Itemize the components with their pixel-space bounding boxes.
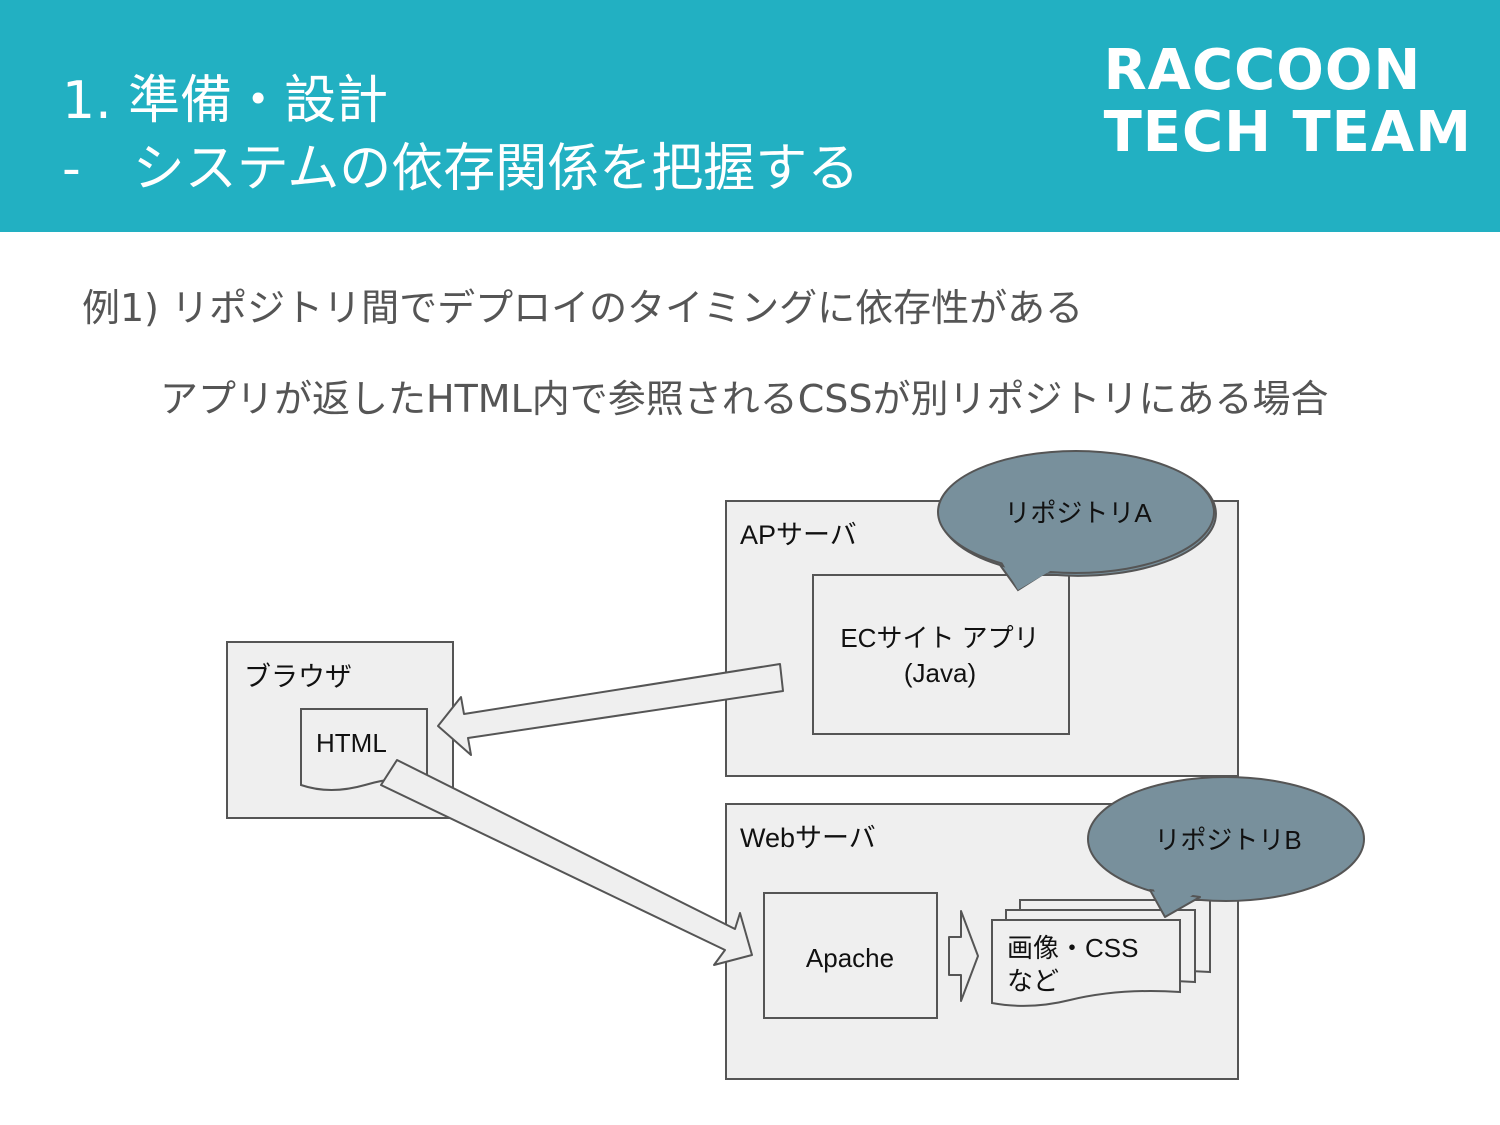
web-server-label: Webサーバ — [740, 823, 876, 853]
ec-app-label-line2: (Java) — [904, 658, 976, 688]
assets-document-front — [991, 919, 1181, 1007]
header-bar: 1. 準備・設計 - システムの依存関係を把握する RACCOON TECH T… — [0, 0, 1500, 232]
raccoon-tech-team-logo: RACCOON TECH TEAM — [1104, 40, 1472, 164]
repository-a-label: リポジトリA — [1004, 498, 1152, 528]
slide-title-line1: 1. 準備・設計 — [62, 71, 389, 131]
example-description: アプリが返したHTML内で参照されるCSSが別リポジトリにある場合 — [160, 377, 1329, 421]
apache-label: Apache — [806, 943, 894, 973]
arrow-browser-to-apache — [380, 759, 753, 966]
ec-app-box — [812, 574, 1070, 735]
logo-line1: RACCOON — [1103, 38, 1422, 103]
repository-b-bubble-body — [1087, 776, 1365, 902]
apache-box — [763, 892, 938, 1019]
ec-app-label-line1: ECサイト アプリ — [840, 623, 1039, 653]
repository-a-bubble-body — [937, 450, 1215, 574]
slide-title-line2: - システムの依存関係を把握する — [62, 139, 860, 199]
logo-line2: TECH TEAM — [1103, 100, 1472, 165]
html-label: HTML — [316, 728, 387, 758]
repository-b-bubble-tail-cover — [1152, 886, 1196, 912]
ap-server-label: APサーバ — [740, 520, 857, 550]
assets-label-line1: 画像・CSS — [1007, 933, 1138, 963]
browser-label: ブラウザ — [244, 662, 352, 692]
example-heading: 例1) リポジトリ間でデプロイのタイミングに依存性がある — [82, 286, 1084, 330]
arrow-apache-to-assets — [948, 910, 979, 1002]
repository-b-label: リポジトリB — [1154, 825, 1301, 855]
assets-label-line2: など — [1007, 966, 1059, 996]
repository-a-bubble-tail — [1002, 562, 1052, 590]
arrow-app-to-browser — [437, 663, 784, 756]
